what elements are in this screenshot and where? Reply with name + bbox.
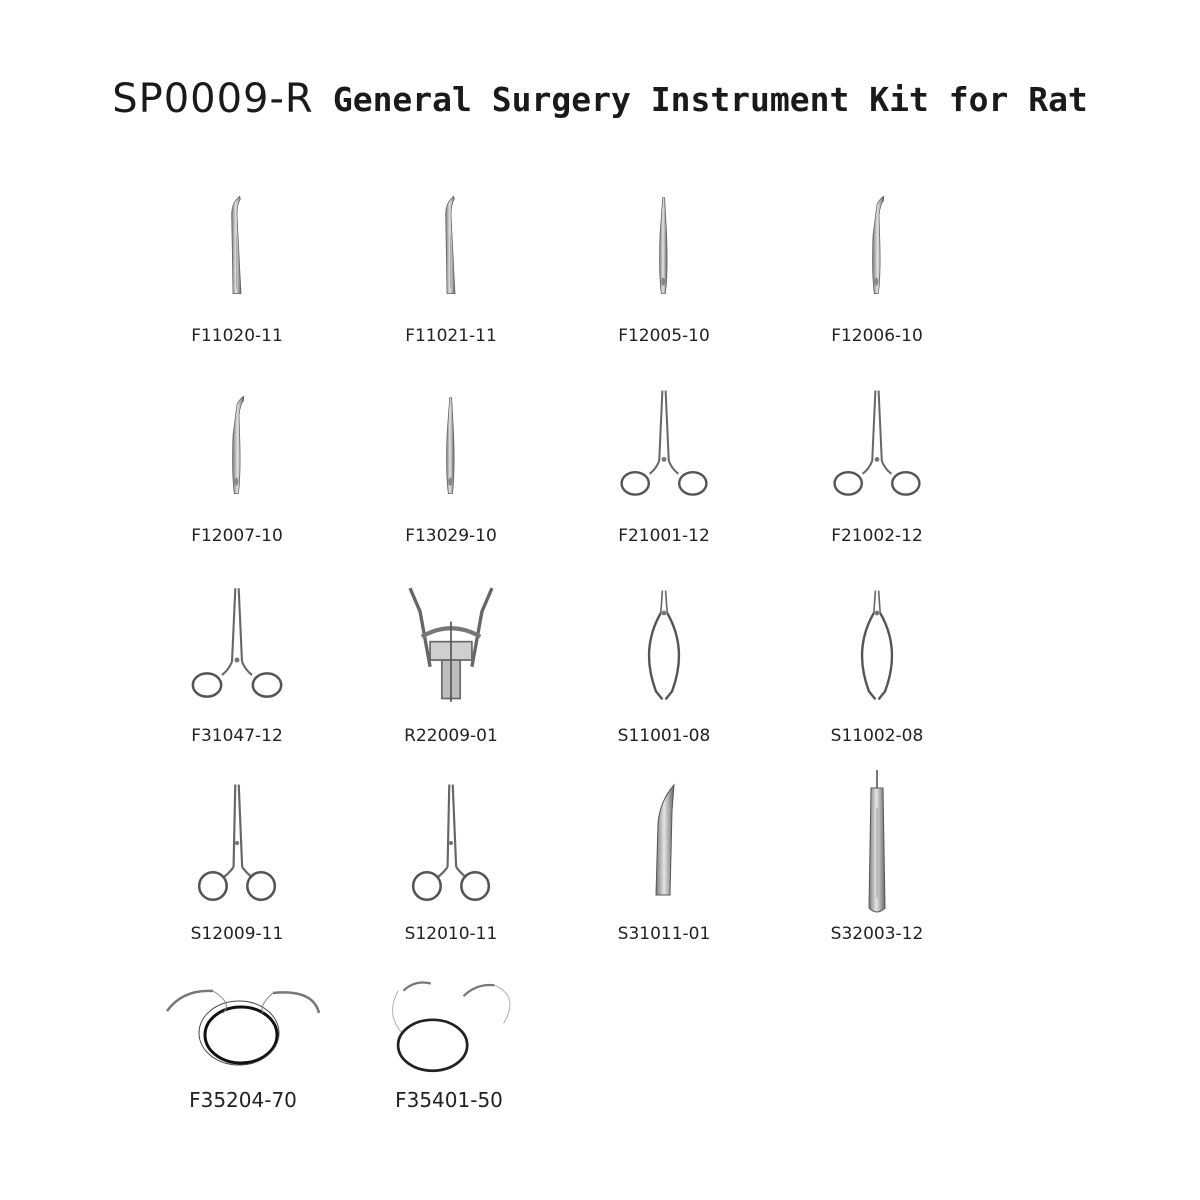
instrument-item: S12009-11 [130, 768, 344, 944]
instrument-item: F13029-10 [344, 370, 558, 546]
instrument-item: F31047-12 [130, 570, 344, 746]
instrument-code: S11002-08 [830, 726, 924, 746]
instrument-item: F21001-12 [557, 370, 771, 546]
instrument-item: F12005-10 [557, 170, 771, 346]
curved-fine-forceps-icon [857, 170, 897, 320]
instrument-code: S32003-12 [830, 924, 924, 944]
needle-holder-icon [616, 370, 712, 520]
instrument-code: F21001-12 [618, 526, 710, 546]
instrument-item: F35401-50 [342, 978, 556, 1112]
spring-scissors-icon [632, 570, 696, 720]
instrument-code: F11020-11 [191, 326, 283, 346]
needle-holder-icon [829, 370, 925, 520]
scissors-icon [194, 768, 280, 918]
instrument-code: F21002-12 [831, 526, 923, 546]
instrument-item: F12006-10 [770, 170, 984, 346]
instrument-item: S32003-12 [770, 768, 984, 944]
suture-icon [163, 978, 323, 1078]
kit-code: SP0009-R [112, 76, 314, 122]
instrument-code: F12005-10 [618, 326, 710, 346]
scalpel-blade-icon [644, 768, 684, 918]
curved-forceps-icon [217, 370, 257, 520]
instrument-item: F21002-12 [770, 370, 984, 546]
instrument-item: F11021-11 [344, 170, 558, 346]
scissors-icon [408, 768, 494, 918]
instrument-code: F12006-10 [831, 326, 923, 346]
instrument-item: F11020-11 [130, 170, 344, 346]
instrument-code: F35401-50 [395, 1088, 503, 1112]
instrument-code: S11001-08 [617, 726, 711, 746]
hemostat-icon [187, 570, 287, 720]
instrument-item: S11001-08 [557, 570, 771, 746]
instrument-code: S31011-01 [617, 924, 711, 944]
instrument-item: S12010-11 [344, 768, 558, 944]
instrument-code: F35204-70 [189, 1088, 297, 1112]
instrument-code: F13029-10 [405, 526, 497, 546]
instrument-item: S11002-08 [770, 570, 984, 746]
angled-forceps-icon [217, 170, 257, 320]
fine-forceps-icon [644, 170, 684, 320]
page-title: SP0009-R General Surgery Instrument Kit … [0, 76, 1200, 122]
instrument-item: S31011-01 [557, 768, 771, 944]
instrument-code: R22009-01 [404, 726, 498, 746]
angled-forceps-icon [431, 170, 471, 320]
retractor-icon [405, 570, 497, 720]
kit-name: General Surgery Instrument Kit for Rat [332, 79, 1088, 119]
instrument-code: F11021-11 [405, 326, 497, 346]
instrument-item: F12007-10 [130, 370, 344, 546]
instrument-code: S12009-11 [190, 924, 284, 944]
instrument-code: S12010-11 [404, 924, 498, 944]
spring-scissors-icon [845, 570, 909, 720]
straight-forceps-icon [431, 370, 471, 520]
scalpel-handle-icon [857, 768, 897, 918]
instrument-item: F35204-70 [136, 978, 350, 1112]
suture-icon [369, 978, 529, 1078]
instrument-code: F12007-10 [191, 526, 283, 546]
instrument-item: R22009-01 [344, 570, 558, 746]
instrument-code: F31047-12 [191, 726, 283, 746]
